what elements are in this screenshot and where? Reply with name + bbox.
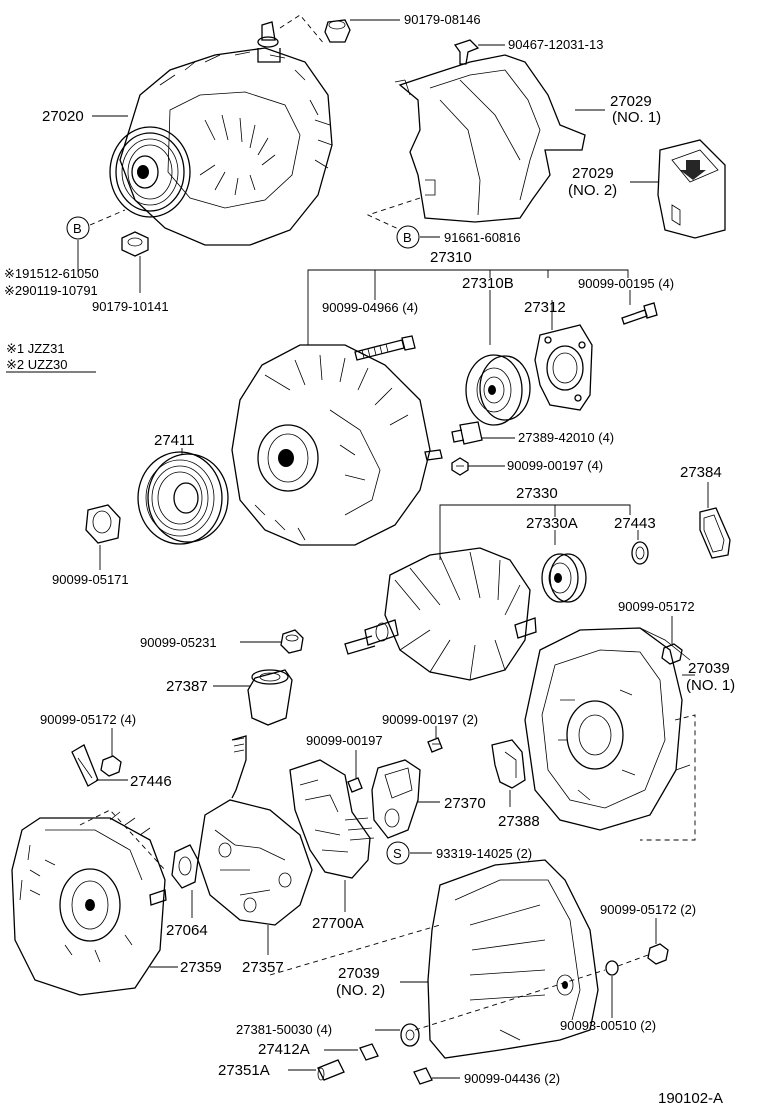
label-27370: 27370 (444, 795, 486, 812)
label-27039-no1-sub: (NO. 1) (686, 677, 735, 694)
label-27351a: 27351A (218, 1062, 270, 1079)
label-27039-no2: 27039 (338, 965, 380, 982)
label-27020: 27020 (42, 108, 84, 125)
bolt-90099-04436 (413, 1067, 433, 1085)
bearing-27330a (541, 553, 587, 603)
label-27359: 27359 (180, 959, 222, 976)
b-callout-left-text: B (73, 221, 82, 236)
label-27039-no2-sub: (NO. 2) (336, 982, 385, 999)
label-90099-05172-right: 90099-05172 (618, 599, 695, 614)
label-90179-10141: 90179-10141 (92, 299, 169, 314)
label-90099-05172-lower: 90099-05172 (2) (600, 902, 696, 917)
label-91661-60816: 91661-60816 (444, 230, 521, 245)
label-290119-10791: ※290119-10791 (4, 283, 98, 298)
nut-90179-08146 (324, 19, 351, 43)
plate-27312 (534, 324, 593, 411)
label-27330a: 27330A (526, 515, 578, 532)
label-27064: 27064 (166, 922, 208, 939)
nut-90179-10141 (121, 231, 149, 257)
label-90099-04966: 90099-04966 (4) (322, 300, 418, 315)
brush-holder-27700a (289, 759, 375, 879)
label-90179-08146: 90179-08146 (404, 12, 481, 27)
label-27357: 27357 (242, 959, 284, 976)
s-callout (386, 841, 410, 865)
nut-90099-05172-right (661, 643, 683, 665)
label-93319-14025: 93319-14025 (2) (436, 846, 532, 861)
note-jzz31: ※1 JZZ31 (6, 341, 65, 356)
screw-90099-00197-pair (427, 737, 443, 753)
label-27310b: 27310B (462, 275, 514, 292)
insulator-27446 (71, 744, 99, 787)
bushing-27412a (359, 1043, 379, 1061)
bearing-27310b (465, 354, 531, 426)
insulator-27381-50030 (400, 1023, 420, 1047)
label-27443: 27443 (614, 515, 656, 532)
housing-27310 (231, 344, 443, 546)
label-27388: 27388 (498, 813, 540, 830)
regulator-27370 (371, 759, 421, 839)
label-27330: 27330 (516, 485, 558, 502)
label-27389-42010: 27389-42010 (4) (518, 430, 614, 445)
alternator-assembly-drawing (109, 21, 333, 246)
label-90093-00510: 90093-00510 (2) (560, 1018, 656, 1033)
end-frame-27039-no1 (524, 627, 691, 831)
drive-end-frame-27359 (11, 811, 167, 996)
label-90099-05231: 90099-05231 (140, 635, 217, 650)
cover-27029-no1 (394, 54, 586, 223)
nut-90099-05171 (85, 504, 121, 544)
b-callout-left (66, 216, 90, 240)
cover-27029-no2 (657, 139, 726, 239)
label-27312: 27312 (524, 299, 566, 316)
label-90467-12031-13: 90467-12031-13 (508, 37, 603, 52)
seal-27384 (699, 507, 731, 559)
bushing-27351a (317, 1059, 345, 1081)
ring-27443 (631, 541, 649, 565)
rotor-27330 (344, 547, 537, 681)
label-90099-00197-pair: 90099-00197 (2) (382, 712, 478, 727)
label-90099-00197-single: 90099-00197 (306, 733, 383, 748)
clip-90467-12031-13 (453, 39, 480, 65)
label-27310: 27310 (430, 249, 472, 266)
screw-90099-00195 (621, 302, 658, 325)
label-27384: 27384 (680, 464, 722, 481)
label-27411: 27411 (154, 432, 195, 449)
nut-90099-05231 (280, 629, 304, 654)
b-callout-right (396, 225, 420, 249)
label-27446: 27446 (130, 773, 172, 790)
label-27387: 27387 (166, 678, 208, 695)
label-27029-no1: 27029 (610, 93, 652, 110)
label-191512-61050: ※191512-61050 (4, 266, 99, 281)
label-27039-no1: 27039 (688, 660, 730, 677)
label-27029-no2: 27029 (572, 165, 614, 182)
nut-90099-05172-left (100, 755, 122, 777)
label-90099-05171: 90099-05171 (52, 572, 129, 587)
nut-90099-05172-lower (647, 943, 669, 965)
figure-code: 190102-A (658, 1090, 723, 1107)
washer-90093-00510 (605, 960, 619, 976)
label-90099-00197-upper: 90099-00197 (4) (507, 458, 603, 473)
note-uzz30: ※2 UZZ30 (6, 357, 67, 372)
label-27412a: 27412A (258, 1041, 310, 1058)
pulley-27411 (137, 451, 229, 545)
gasket-27064 (171, 844, 199, 889)
label-27381-50030: 27381-50030 (4) (236, 1022, 332, 1037)
label-90099-05172-left: 90099-05172 (4) (40, 712, 136, 727)
s-callout-text: S (393, 846, 402, 861)
label-90099-04436: 90099-04436 (2) (464, 1071, 560, 1086)
label-27029-no1-sub: (NO. 1) (612, 109, 661, 126)
rectifier-27357 (197, 735, 313, 926)
screw-90099-00197-single (347, 777, 363, 793)
cap-27387 (247, 669, 293, 726)
bolt-90099-04966 (354, 335, 416, 361)
screw-90099-00197-upper (451, 457, 469, 476)
label-27029-no2-sub: (NO. 2) (568, 182, 617, 199)
holder-27388 (491, 739, 526, 789)
label-90099-00195: 90099-00195 (4) (578, 276, 674, 291)
label-27700a: 27700A (312, 915, 364, 932)
b-callout-right-text: B (403, 230, 412, 245)
holder-27389-42010 (451, 421, 483, 445)
